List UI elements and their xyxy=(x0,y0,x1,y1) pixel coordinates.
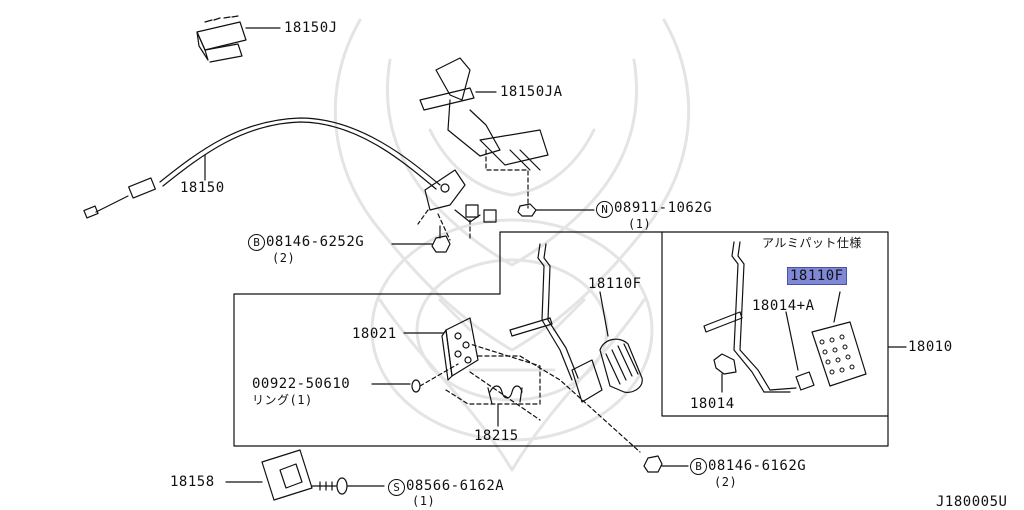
fastener-label-08566: 08566-6162A xyxy=(406,478,505,494)
bracket-plate-18021 xyxy=(403,317,479,381)
fastener-prefix-b-icon: B xyxy=(690,458,707,475)
nut-08911 xyxy=(517,203,595,217)
bracket-18150j xyxy=(196,15,281,63)
cable-end-bracket xyxy=(424,169,497,223)
diagram-id: J180005U xyxy=(936,494,1008,510)
part-label-18150: 18150 xyxy=(180,180,225,196)
pedal-arm-left xyxy=(509,243,609,403)
part-label-18158: 18158 xyxy=(170,474,215,490)
cable-18150 xyxy=(83,117,441,219)
fastener-label-08911: 08911-1062G xyxy=(614,200,713,216)
fastener-qty-08146-6252g: (2) xyxy=(272,251,296,265)
part-18158 xyxy=(225,449,313,501)
screw-08566 xyxy=(311,477,385,495)
leader-18014a xyxy=(785,311,799,371)
aluminum-pedal-pad xyxy=(811,291,867,387)
fastener-prefix-n-icon: N xyxy=(596,201,613,218)
bolt-08146-6252g xyxy=(391,225,451,253)
fastener-prefix-b-icon: B xyxy=(248,234,265,251)
aluminum-pad-frame xyxy=(661,231,889,417)
fastener-qty-08146-6162g: (2) xyxy=(714,475,738,489)
part-label-00922: 00922-50610 xyxy=(252,376,351,392)
assembly-frame-18010 xyxy=(233,231,889,447)
bolt-08146-6162g xyxy=(643,455,689,473)
fastener-label-08146-6162g: 08146-6162G xyxy=(708,458,807,474)
part-label-18150ja: 18150JA xyxy=(500,84,563,100)
dashed-link-lower xyxy=(419,343,641,453)
part-label-18021: 18021 xyxy=(352,326,397,342)
part-label-18110f: 18110F xyxy=(588,276,642,292)
part-label-18150j: 18150J xyxy=(284,20,338,36)
spring-18215 xyxy=(487,385,523,427)
fastener-qty-08566: (1) xyxy=(412,494,436,508)
fastener-label-08146-6252g: 08146-6252G xyxy=(266,234,365,250)
variant-note: アルミパット仕様 xyxy=(762,236,862,250)
pedal-arm-right xyxy=(703,241,815,393)
bracket-18150ja xyxy=(419,57,549,171)
fastener-qty-08911: (1) xyxy=(628,217,652,231)
pedal-pad-18110f xyxy=(599,338,643,393)
part-label-18014a: 18014+A xyxy=(752,298,815,314)
fastener-prefix-s-icon: S xyxy=(388,479,405,496)
dashed-link-upper xyxy=(417,149,529,241)
part-name-ring: リング(1) xyxy=(252,393,313,407)
clip-18014 xyxy=(713,353,737,393)
part-label-18014: 18014 xyxy=(690,396,735,412)
part-label-18215: 18215 xyxy=(474,428,519,444)
part-label-18110f-highlighted: 18110F xyxy=(787,267,847,285)
part-label-18010: 18010 xyxy=(908,339,953,355)
watermark-emblem xyxy=(333,18,691,472)
